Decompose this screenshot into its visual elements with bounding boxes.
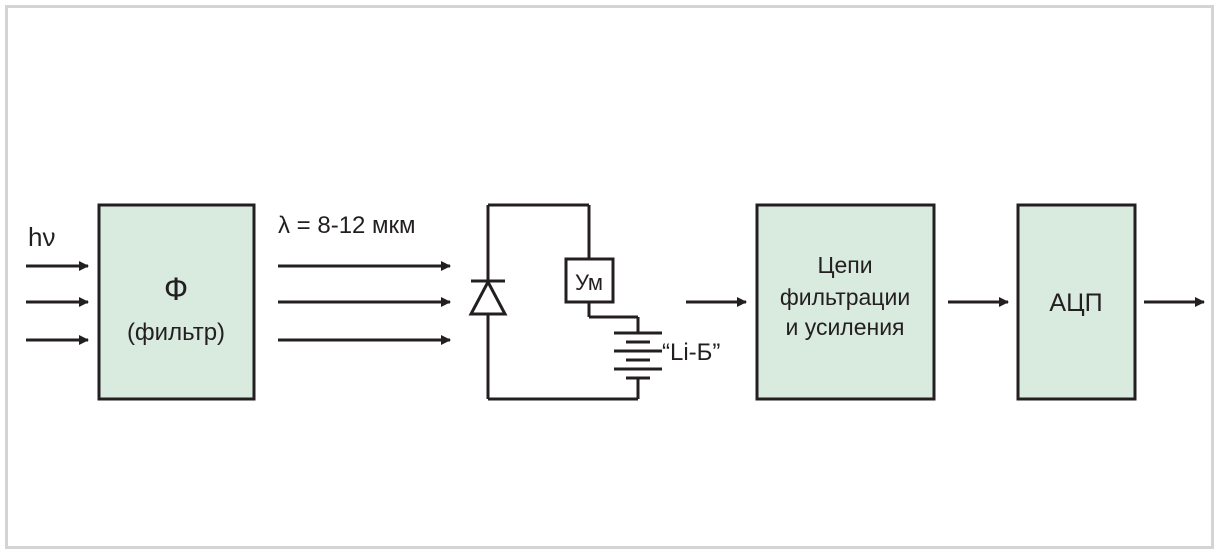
filter-amplifier-block: Цепи фильтрации и усиления (755, 203, 936, 401)
input-arrows (26, 261, 89, 345)
adc-label: АЦП (1049, 289, 1102, 317)
filtered-arrows (278, 261, 451, 345)
amplifier-label: Ум (575, 270, 603, 295)
photodiode-icon (468, 278, 508, 316)
amplifier-box (564, 257, 615, 304)
wavelength-label: λ = 8-12 мкм (278, 212, 416, 239)
block-text-line: фильтрации (780, 284, 910, 310)
filter-block: Ф (фильтр) (97, 203, 256, 401)
block-text-line: Цепи (817, 252, 872, 278)
battery-icon (614, 331, 662, 380)
input-radiation-label: hν (28, 222, 55, 252)
filter-name: (фильтр) (127, 319, 225, 346)
block-text-line: и усиления (785, 314, 904, 340)
detector-circuit (468, 203, 662, 401)
filter-symbol: Ф (164, 271, 188, 307)
diagram-frame (5, 5, 1214, 549)
battery-label: “Li-Б” (662, 339, 720, 366)
adc-block: АЦП (1016, 203, 1137, 401)
